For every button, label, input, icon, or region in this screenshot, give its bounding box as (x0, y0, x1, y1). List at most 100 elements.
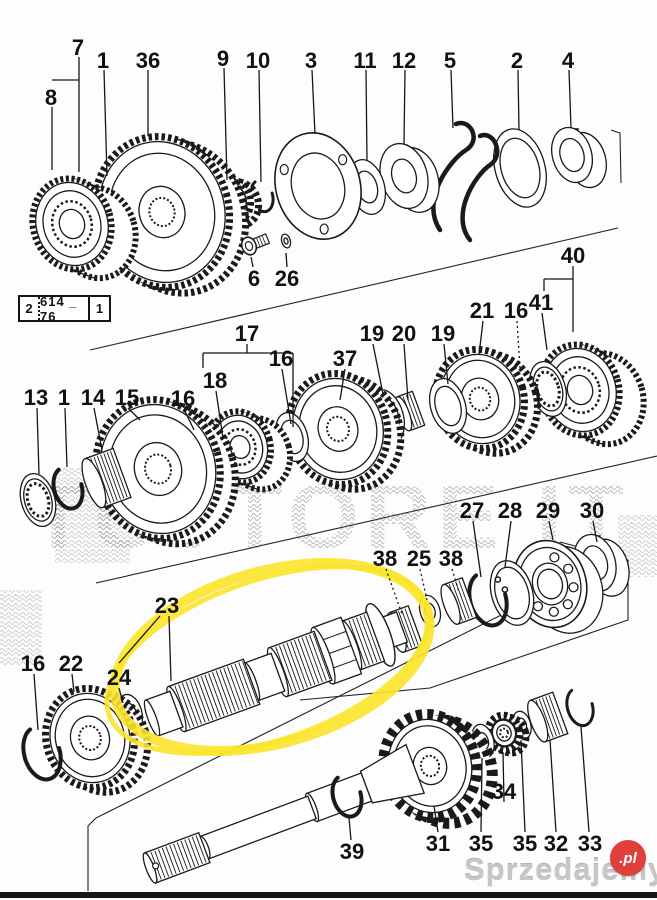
part-label-17-20: 17 (202, 321, 294, 427)
part-label-9-4: 9 (217, 46, 229, 181)
part-main-shaft-23 (143, 602, 409, 737)
part-number-22: 22 (59, 651, 83, 676)
part-label-38-36: 38 (439, 546, 463, 593)
code-cell-left: 2 (20, 297, 40, 320)
part-label-36-3: 36 (136, 48, 160, 136)
part-number-41: 41 (529, 290, 553, 315)
part-number-1: 1 (97, 48, 109, 73)
part-number-5: 5 (444, 48, 456, 73)
part-number-16: 16 (21, 651, 45, 676)
part-lock-washer-34 (484, 711, 530, 757)
part-label-22-40: 22 (59, 651, 83, 693)
part-number-24: 24 (107, 665, 132, 690)
part-label-3-6: 3 (305, 48, 317, 135)
part-number-8: 8 (45, 85, 57, 110)
part-label-13-14: 13 (24, 385, 48, 475)
part-number-14: 14 (81, 385, 106, 410)
part-number-17: 17 (235, 321, 259, 346)
part-spline-38b (440, 577, 478, 625)
part-number-19: 19 (431, 321, 455, 346)
part-bushing-4 (550, 126, 608, 189)
part-label-2-10: 2 (511, 48, 523, 131)
part-number-11: 11 (353, 48, 376, 73)
part-label-16-27: 16 (504, 298, 528, 369)
part-label-18-19: 18 (203, 368, 227, 439)
parts-layer (19, 120, 647, 884)
part-label-7-0: 7 (52, 35, 84, 172)
part-label-25-35: 25 (407, 546, 431, 601)
part-label-6-12: 6 (248, 256, 260, 291)
part-ring-1 (51, 465, 85, 511)
part-number-16: 16 (171, 386, 195, 411)
part-number-2: 2 (511, 48, 523, 73)
part-label-28-31: 28 (498, 498, 522, 568)
part-number-38: 38 (373, 546, 397, 571)
part-needle-14 (81, 447, 132, 509)
part-ring-28 (489, 560, 535, 626)
part-wire-clip-5 (431, 120, 500, 243)
part-ring-19b (428, 378, 468, 434)
part-spline-ring-13 (19, 472, 57, 528)
part-label-38-34: 38 (373, 546, 403, 615)
part-label-8-1: 8 (45, 85, 57, 170)
part-number-32: 32 (544, 831, 568, 856)
part-label-23-37: 23 (118, 593, 179, 682)
part-label-16-18: 16 (171, 386, 195, 431)
highlight-circle (104, 558, 435, 756)
part-label-31-42: 31 (426, 805, 450, 856)
part-label-33-47: 33 (578, 726, 602, 856)
part-label-35-43: 35 (469, 757, 493, 856)
part-label-32-46: 32 (544, 739, 568, 856)
code-cell-right: 1 (88, 297, 109, 320)
part-input-shaft-39 (142, 743, 426, 884)
part-hub-7-8 (29, 175, 139, 282)
part-label-34-44: 34 (492, 751, 517, 804)
part-label-24-38: 24 (107, 665, 132, 704)
part-number-28: 28 (498, 498, 522, 523)
part-number-10: 10 (246, 48, 270, 73)
part-number-34: 34 (492, 779, 517, 804)
part-number-29: 29 (536, 498, 560, 523)
part-label-16-21: 16 (269, 346, 293, 425)
part-number-16: 16 (504, 298, 528, 323)
part-label-30-33: 30 (580, 498, 604, 543)
part-label-12-8: 12 (392, 48, 416, 145)
part-number-3: 3 (305, 48, 317, 73)
part-washer-26 (280, 233, 292, 249)
part-label-16-39: 16 (21, 651, 45, 731)
part-hub-40 (537, 341, 647, 448)
part-label-39-41: 39 (340, 817, 364, 864)
part-bolt-6 (240, 233, 271, 256)
part-number-23: 23 (155, 593, 179, 618)
part-gasket-2 (493, 128, 547, 208)
part-number-16: 16 (269, 346, 293, 371)
sprzedajemy-logo: Sprzedajemy .pl (464, 840, 657, 888)
part-number-4: 4 (562, 48, 575, 73)
part-label-5-9: 5 (444, 48, 456, 129)
part-label-19-25: 19 (431, 321, 455, 385)
part-number-27: 27 (460, 498, 484, 523)
part-number-38: 38 (439, 546, 463, 571)
part-cover-plate-3 (274, 132, 362, 240)
part-number-13: 13 (24, 385, 48, 410)
part-label-1-2: 1 (97, 48, 109, 177)
part-number-37: 37 (333, 346, 357, 371)
part-number-18: 18 (203, 368, 227, 393)
part-label-40-29: 40 (543, 243, 585, 332)
part-number-35: 35 (469, 831, 493, 856)
part-label-27-30: 27 (460, 498, 484, 578)
part-number-25: 25 (407, 546, 431, 571)
part-number-33: 33 (578, 831, 602, 856)
part-number-1: 1 (58, 385, 70, 410)
part-number-30: 30 (580, 498, 604, 523)
part-number-7: 7 (72, 35, 84, 60)
code-cell-middle: 614 _ 76 (40, 293, 78, 324)
part-label-41-28: 41 (529, 290, 553, 351)
part-label-4-11: 4 (562, 48, 575, 129)
pl-badge-icon: .pl (610, 840, 646, 876)
part-label-11-7: 11 (353, 48, 377, 162)
part-label-26-13: 26 (275, 252, 299, 291)
part-label-10-5: 10 (246, 48, 270, 183)
